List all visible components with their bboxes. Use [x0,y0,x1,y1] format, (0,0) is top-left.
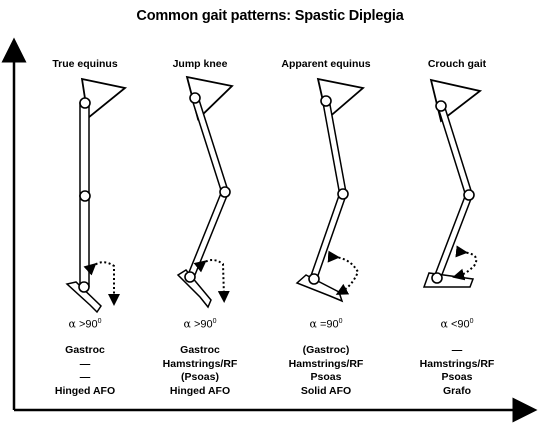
ankle-joint [431,272,443,284]
ankle-rotation-arrow [327,250,360,295]
knee-joint [79,190,91,202]
pattern-details-apparent-equinus: α =900 (Gastroc) Hamstrings/RF Psoas Sol… [261,315,391,398]
ankle-rotation-arrow [193,259,230,303]
ankle-angle: α <900 [440,317,474,331]
knee-joint [463,189,475,201]
orthosis-line: Hinged AFO [169,384,231,397]
muscle-line: Gastroc [180,344,220,357]
diagram-title: Common gait patterns: Spastic Diplegia [136,8,404,24]
knee-joint [337,188,349,200]
orthosis-line: Grafo [442,384,471,397]
leg-crouch-gait [422,78,483,288]
pelvis-triangle [429,78,483,123]
ankle-angle: α >900 [183,317,217,331]
foot-segment [422,272,475,288]
muscle-line: Hamstrings/RF [162,357,238,370]
muscle-line: — [79,371,91,384]
ankle-joint [308,273,320,285]
muscle-line: Hamstrings/RF [288,357,364,370]
pattern-name-jump-knee: Jump knee [172,58,228,70]
ankle-joint [78,281,90,293]
muscle-line: (Gastroc) [302,344,350,357]
muscle-line: Psoas [441,371,473,384]
muscle-line: (Psoas) [181,371,219,384]
hip-joint [435,100,447,112]
pattern-name-true-equinus: True equinus [52,58,118,70]
knee-joint [219,186,231,198]
leg-apparent-equinus [295,77,365,303]
orthosis-line: Solid AFO [300,384,352,397]
hip-joint [79,97,91,109]
orthosis-line: Hinged AFO [54,384,116,397]
muscle-line: Hamstrings/RF [419,357,495,370]
pattern-details-jump-knee: α >900 Gastroc Hamstrings/RF (Psoas) Hin… [135,315,265,398]
pattern-name-crouch-gait: Crouch gait [427,58,487,70]
hip-joint [189,92,201,104]
thigh-segment [79,102,90,197]
ankle-angle: α =900 [309,317,343,331]
pattern-name-apparent-equinus: Apparent equinus [281,58,371,70]
leg-true-equinus [65,77,128,314]
muscle-line: — [451,344,463,357]
muscle-line: Psoas [310,371,342,384]
ankle-rotation-arrow [83,261,120,306]
ankle-angle: α >900 [68,317,102,331]
muscle-line: Gastroc [65,344,105,357]
muscle-line: — [79,357,91,370]
ankle-rotation-arrow [452,245,478,281]
shank-segment [79,195,90,287]
hip-joint [320,95,332,107]
leg-jump-knee [176,75,234,309]
ankle-joint [184,271,196,283]
pattern-details-true-equinus: α >900 Gastroc — — Hinged AFO [20,315,150,398]
pattern-details-crouch-gait: α <900 — Hamstrings/RF Psoas Grafo [392,315,522,398]
